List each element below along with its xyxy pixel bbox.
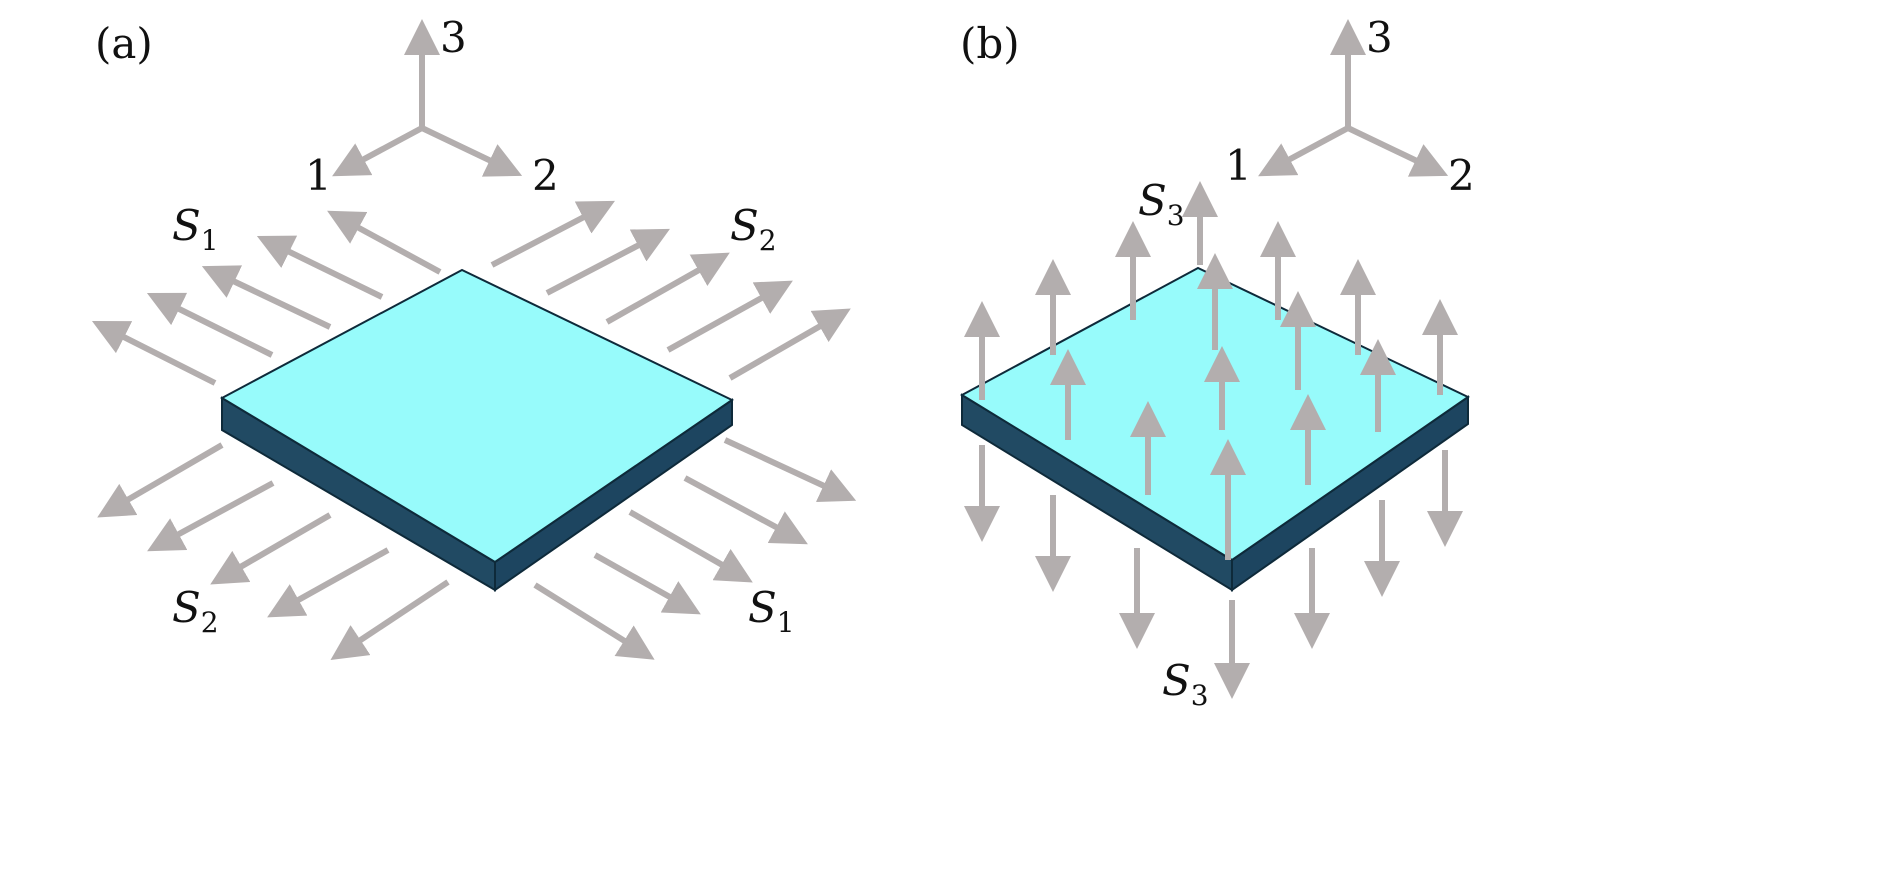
stress-arrow-s1 bbox=[593, 552, 701, 615]
axis-2-label-a: 2 bbox=[532, 151, 559, 200]
s-symbol: S bbox=[748, 583, 777, 632]
panel-b-stress-arrows bbox=[964, 181, 1463, 699]
subscript: 3 bbox=[1191, 679, 1209, 712]
panel-a-stress-arrows bbox=[91, 200, 857, 660]
stress-arrow-s2 bbox=[666, 280, 793, 353]
axis-1-arrow bbox=[332, 125, 424, 177]
stress-arrow-s1 bbox=[628, 509, 753, 583]
s-symbol: S bbox=[1138, 176, 1167, 225]
stress-label-s3-upper: S3 bbox=[1138, 176, 1185, 232]
stress-arrow-s1 bbox=[533, 582, 655, 660]
axis-1-arrow bbox=[1258, 125, 1350, 177]
subscript: 3 bbox=[1167, 199, 1185, 232]
stress-arrow-s2 bbox=[147, 480, 275, 552]
axis-2-arrow bbox=[420, 125, 523, 177]
s-symbol: S bbox=[172, 201, 201, 250]
subscript: 1 bbox=[777, 606, 795, 639]
stress-arrow-s1 bbox=[146, 292, 274, 358]
stress-arrow-s2 bbox=[605, 252, 730, 325]
subscript: 2 bbox=[759, 224, 777, 257]
stress-arrow-s1 bbox=[723, 437, 857, 502]
stress-arrow-s2 bbox=[97, 442, 224, 518]
stress-label-s1-lower: S1 bbox=[748, 583, 795, 639]
stress-arrow-s1 bbox=[91, 320, 217, 386]
stress-arrow-s2 bbox=[728, 308, 851, 381]
panel-a-plate bbox=[219, 268, 734, 592]
stress-label-s1-upper: S1 bbox=[172, 201, 219, 257]
stress-label-s2-upper: S2 bbox=[730, 201, 777, 257]
stress-arrow-s2 bbox=[545, 228, 670, 296]
s-symbol: S bbox=[172, 583, 201, 632]
axis-3-label-a: 3 bbox=[440, 13, 467, 62]
stress-arrow-s2 bbox=[330, 579, 450, 660]
axis-3-label-b: 3 bbox=[1366, 13, 1393, 62]
subscript: 1 bbox=[201, 224, 219, 257]
stress-arrow-s1 bbox=[201, 265, 332, 330]
stress-arrow-s1 bbox=[256, 235, 384, 300]
stress-label-s2-lower: S2 bbox=[172, 583, 219, 639]
s-symbol: S bbox=[730, 201, 759, 250]
axis-2-label-b: 2 bbox=[1448, 151, 1475, 200]
panel-b-axis-triad bbox=[1258, 19, 1449, 177]
plate-b-top-face bbox=[959, 266, 1470, 562]
panel-a-axis-triad bbox=[332, 19, 523, 177]
panel-b-label: (b) bbox=[960, 19, 1020, 68]
stress-arrow-s1 bbox=[327, 210, 442, 275]
axis-2-arrow bbox=[1346, 125, 1449, 177]
plate-a-top-face bbox=[219, 268, 734, 564]
panel-b-plate bbox=[959, 266, 1470, 592]
stress-arrow-s2 bbox=[210, 512, 332, 585]
subscript: 2 bbox=[201, 606, 219, 639]
s-symbol: S bbox=[1162, 656, 1191, 705]
stress-arrow-s1 bbox=[683, 475, 808, 545]
stress-label-s3-lower: S3 bbox=[1162, 656, 1209, 712]
axis-1-label-b: 1 bbox=[1225, 141, 1252, 190]
stress-arrow-s2 bbox=[267, 547, 390, 618]
stress-arrow-s2 bbox=[490, 200, 615, 268]
axis-1-label-a: 1 bbox=[305, 151, 332, 200]
panel-a-label: (a) bbox=[95, 19, 153, 68]
